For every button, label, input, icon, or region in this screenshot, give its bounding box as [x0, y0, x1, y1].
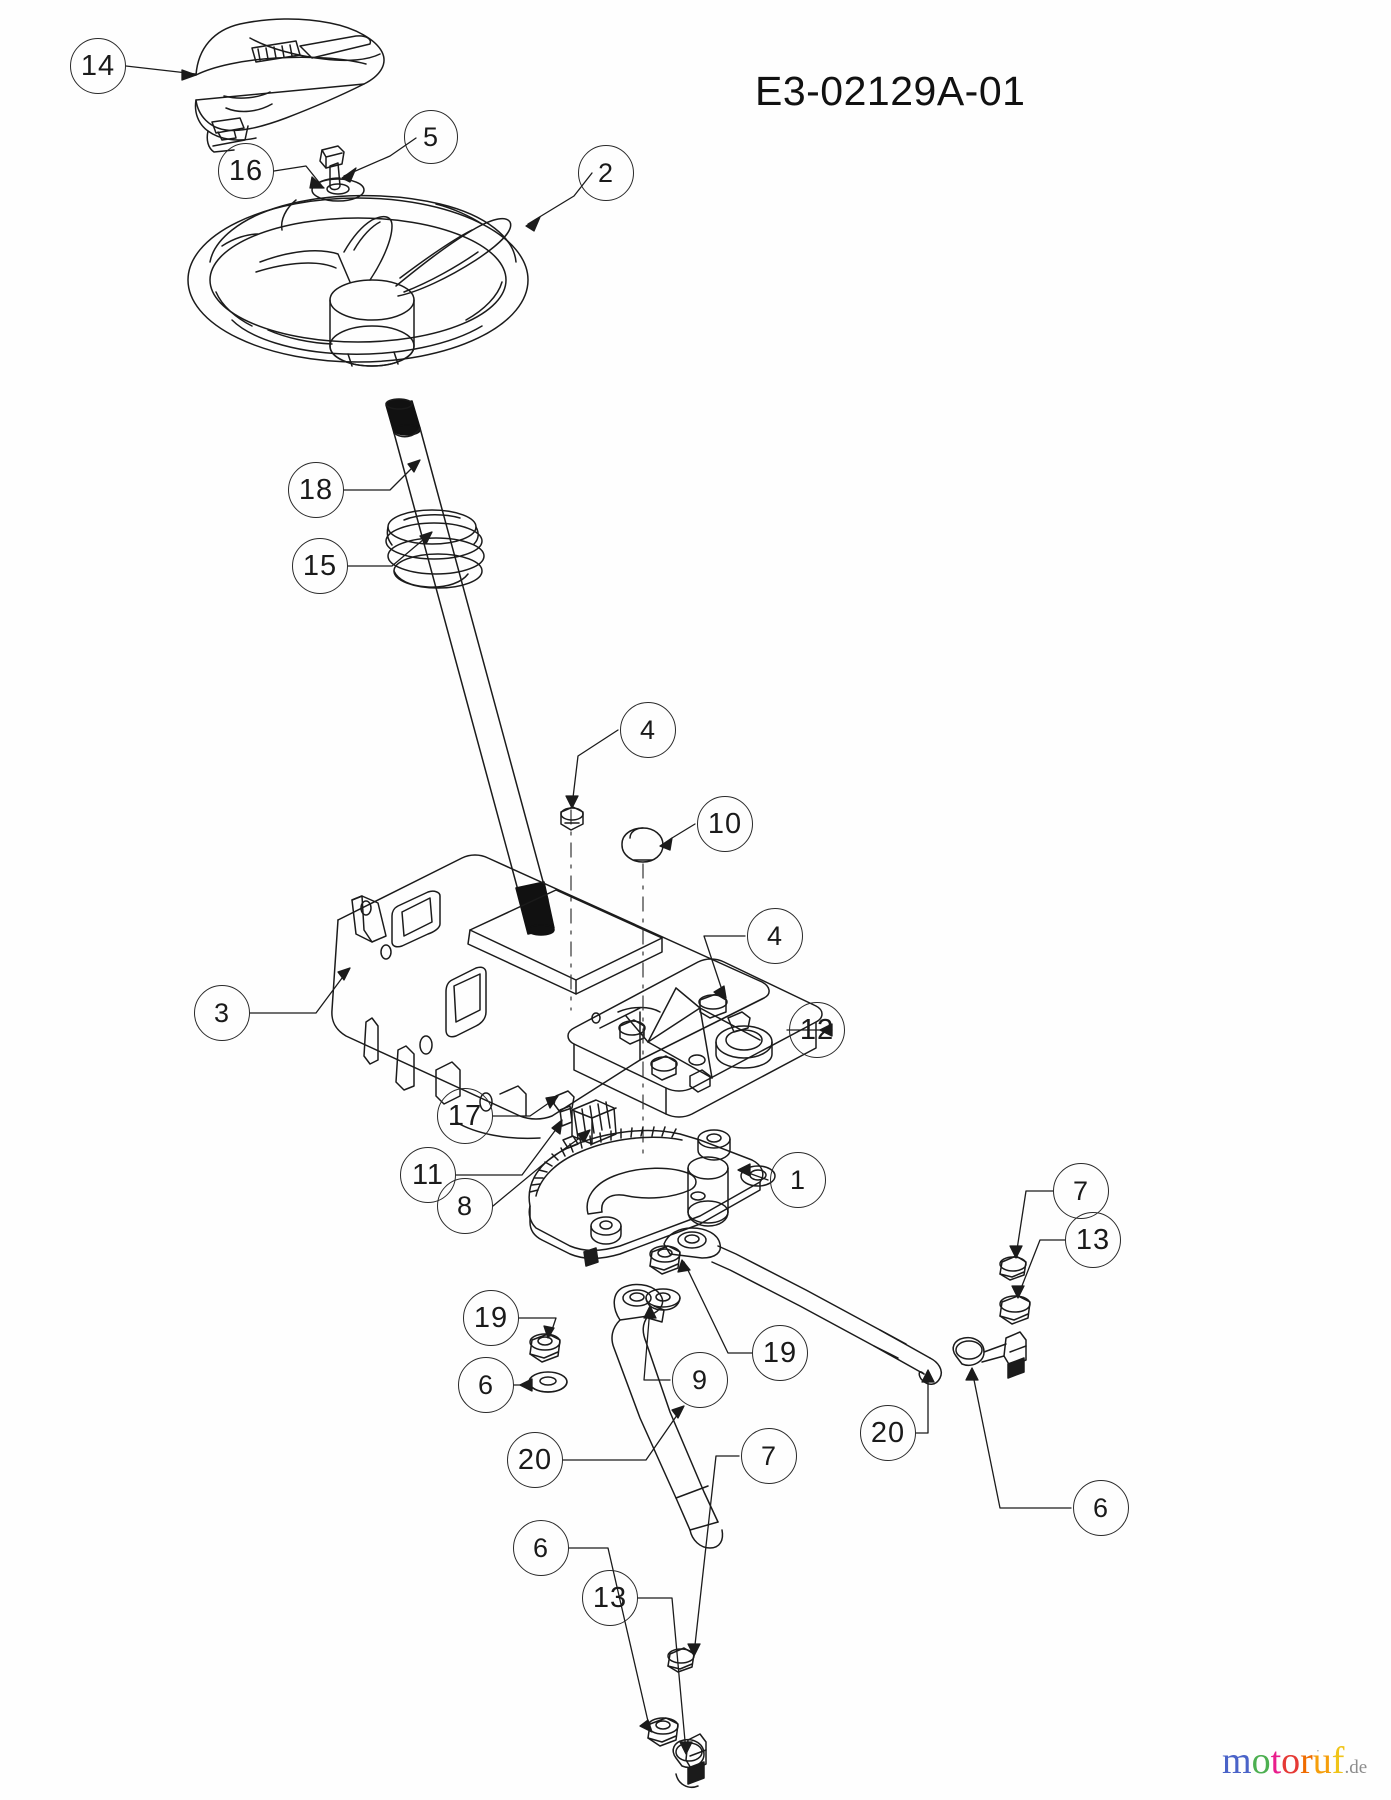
callout-balloon-18[interactable]: 18: [288, 462, 344, 518]
callout-balloon-13[interactable]: 13: [582, 1570, 638, 1626]
part-19-right-nut: [649, 1245, 681, 1275]
part-19-left-nut: [529, 1333, 561, 1363]
callout-number: 13: [1075, 1223, 1111, 1256]
callout-balloon-4[interactable]: 4: [620, 702, 676, 758]
watermark-letter: u: [1312, 1740, 1332, 1782]
callout-balloon-14[interactable]: 14: [70, 38, 126, 94]
motoruf-watermark: · motoruf.de: [1222, 1742, 1367, 1780]
callout-balloon-15[interactable]: 15: [292, 538, 348, 594]
part-20-right-tie-rod: [663, 1227, 942, 1385]
callout-balloon-5[interactable]: 5: [404, 110, 458, 164]
callout-balloon-7[interactable]: 7: [1053, 1163, 1109, 1219]
callout-balloon-7[interactable]: 7: [741, 1428, 797, 1484]
callout-number: 5: [422, 121, 440, 152]
part-13-bottom-ball-joint: [647, 1717, 707, 1788]
part-10-retaining-ring: [621, 827, 664, 863]
callout-balloon-9[interactable]: 9: [672, 1352, 728, 1408]
callout-balloon-20[interactable]: 20: [507, 1432, 563, 1488]
callout-number: 7: [1072, 1175, 1090, 1206]
callout-number: 7: [760, 1440, 778, 1471]
callout-number: 15: [302, 549, 338, 582]
callout-number: 3: [213, 997, 231, 1028]
leader-lines: [125, 65, 1072, 1755]
watermark-letter: t: [1270, 1740, 1282, 1782]
callout-number: 8: [456, 1190, 474, 1221]
callout-number: 14: [80, 49, 116, 82]
part-4-lock-nut: [560, 806, 584, 831]
part-16-bolt-and-washer: [311, 145, 365, 202]
callout-balloon-10[interactable]: 10: [697, 796, 753, 852]
callout-balloon-3[interactable]: 3: [194, 985, 250, 1041]
callout-number: 4: [639, 714, 657, 745]
callout-balloon-6[interactable]: 6: [1073, 1480, 1129, 1536]
callout-balloon-8[interactable]: 8: [437, 1178, 493, 1234]
watermark-letter: o: [1281, 1740, 1301, 1782]
callout-number: 11: [411, 1158, 445, 1191]
part-14-wheel-cover: [194, 18, 385, 153]
watermark-tld: .de: [1344, 1757, 1368, 1778]
callout-balloon-20[interactable]: 20: [860, 1405, 916, 1461]
callout-number: 19: [473, 1301, 509, 1334]
callout-number: 20: [517, 1443, 553, 1476]
part-7-right-lock-nut: [999, 1255, 1027, 1281]
callout-number: 4: [766, 920, 784, 951]
callout-number: 6: [1092, 1492, 1110, 1523]
callout-balloon-4[interactable]: 4: [747, 908, 803, 964]
callout-number: 16: [228, 154, 264, 187]
callout-balloon-11[interactable]: 11: [400, 1147, 456, 1203]
callout-balloon-13[interactable]: 13: [1065, 1212, 1121, 1268]
callout-number: 6: [532, 1532, 550, 1563]
callout-number: 20: [870, 1416, 906, 1449]
callout-number: 6: [477, 1369, 495, 1400]
callout-balloon-6[interactable]: 6: [458, 1357, 514, 1413]
callout-balloon-2[interactable]: 2: [578, 145, 634, 201]
callout-number: 9: [691, 1364, 709, 1395]
callout-balloon-12[interactable]: 12: [789, 1002, 845, 1058]
watermark-letter: f: [1331, 1740, 1345, 1782]
watermark-letter: r: [1300, 1740, 1313, 1782]
part-9-right-washer: [645, 1288, 681, 1311]
callout-number: 13: [592, 1581, 628, 1614]
callout-number: 2: [597, 157, 615, 188]
watermark-letter: o: [1251, 1740, 1271, 1782]
callout-balloon-17[interactable]: 17: [437, 1088, 493, 1144]
callout-number: 17: [447, 1099, 483, 1132]
callout-number: 12: [799, 1013, 835, 1046]
callout-number: 1: [789, 1164, 807, 1195]
watermark-registered-dot: ·: [1315, 1743, 1321, 1758]
callout-balloon-6[interactable]: 6: [513, 1520, 569, 1576]
part-6-left-washer: [528, 1371, 568, 1393]
page-title: E3-02129A-01: [755, 68, 1026, 114]
part-18-steering-shaft: [385, 398, 555, 936]
part-2-steering-wheel: [187, 194, 529, 367]
callout-balloon-1[interactable]: 1: [770, 1152, 826, 1208]
callout-number: 18: [298, 473, 334, 506]
callout-number: 10: [707, 807, 743, 840]
callout-balloon-16[interactable]: 16: [218, 143, 274, 199]
callout-balloon-19[interactable]: 19: [752, 1325, 808, 1381]
callout-balloon-19[interactable]: 19: [463, 1290, 519, 1346]
part-20-left-tie-rod: [611, 1283, 724, 1549]
part-7-lower-lock-nut: [667, 1647, 695, 1673]
part-12-gear-support-plate: [567, 958, 823, 1118]
part-13-right-ball-joint: [952, 1295, 1031, 1379]
part-15-bellows-boot: [385, 509, 485, 589]
callout-number: 19: [762, 1336, 798, 1369]
watermark-letter: m: [1222, 1740, 1252, 1782]
